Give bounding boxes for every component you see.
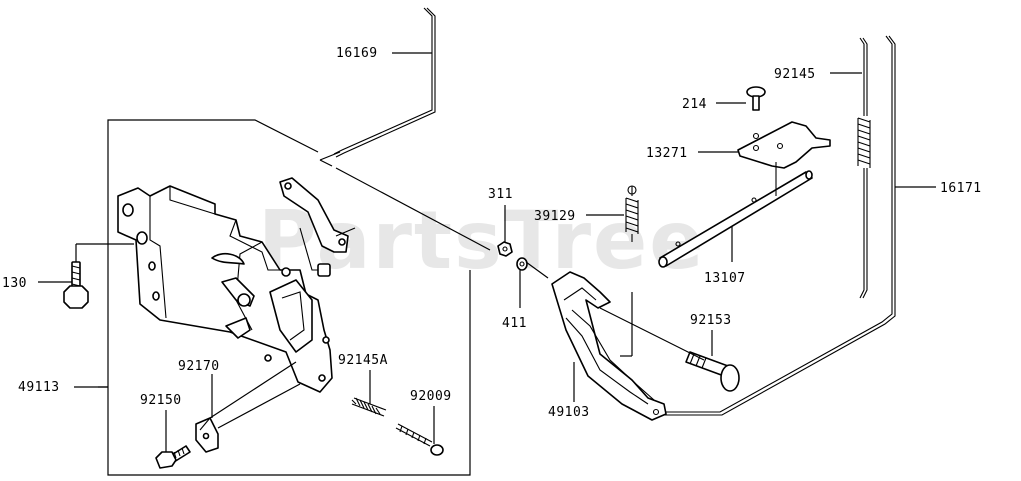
label-92009: 92009	[410, 389, 452, 404]
label-92145: 92145	[774, 67, 816, 82]
label-13107: 13107	[704, 271, 746, 286]
part-13107-shaft[interactable]	[658, 162, 813, 268]
label-13271: 13271	[646, 146, 688, 161]
part-214-screw[interactable]	[716, 86, 766, 111]
leader-lines	[74, 52, 432, 388]
label-92170: 92170	[178, 359, 220, 374]
plate-lever-arm[interactable]	[279, 177, 349, 277]
label-49103: 49103	[548, 405, 590, 420]
label-130: 130	[2, 276, 27, 291]
label-16171: 16171	[940, 181, 982, 196]
part-130-bolt[interactable]	[38, 243, 134, 309]
label-311: 311	[488, 187, 513, 202]
label-92153: 92153	[690, 313, 732, 328]
part-92170-bracket[interactable]	[195, 361, 301, 453]
part-labels: 16169 130 49113 92170 92150 92145A 92009…	[2, 46, 982, 420]
connector-lines	[319, 159, 491, 251]
part-92145-spring[interactable]	[830, 37, 871, 299]
label-92150: 92150	[140, 393, 182, 408]
label-39129: 39129	[534, 209, 576, 224]
part-49103-lever[interactable]	[551, 271, 705, 421]
part-311-nut[interactable]	[497, 205, 513, 257]
label-16169: 16169	[336, 46, 378, 61]
part-411-washer[interactable]	[516, 257, 549, 308]
part-92009-bolt[interactable]	[395, 406, 444, 456]
part-92153-pin[interactable]	[685, 330, 740, 392]
label-92145a: 92145A	[338, 353, 388, 368]
part-13271-bracket[interactable]	[698, 121, 831, 169]
label-411: 411	[502, 316, 527, 331]
part-92145a-spring[interactable]	[351, 370, 387, 417]
label-214: 214	[682, 97, 707, 112]
part-16169-rod[interactable]	[319, 7, 436, 161]
label-49113: 49113	[18, 380, 60, 395]
part-49113-plate[interactable]	[117, 185, 333, 393]
part-16171-rod[interactable]	[660, 35, 936, 416]
part-92150-bolt[interactable]	[155, 410, 191, 469]
